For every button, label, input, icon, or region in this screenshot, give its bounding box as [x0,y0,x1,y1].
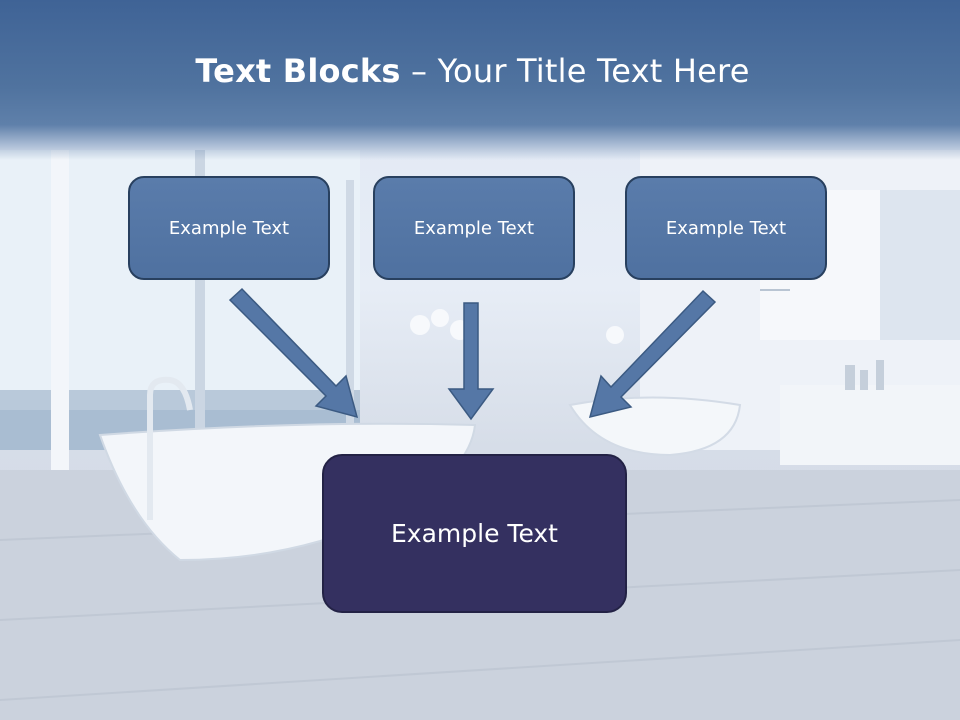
arrow-right-icon [588,289,717,419]
arrow-left-icon [228,287,359,419]
top-box-1[interactable]: Example Text [128,176,330,280]
top-box-3-label: Example Text [665,217,787,239]
title-bar [0,0,960,160]
title-dash: – [400,52,438,90]
bottom-box[interactable]: Example Text [322,454,627,613]
top-box-2-label: Example Text [413,217,535,239]
arrow-center-icon [447,302,495,421]
title-bold-part: Text Blocks [195,52,401,90]
top-box-2[interactable]: Example Text [373,176,575,280]
top-box-3[interactable]: Example Text [625,176,827,280]
bottom-box-label: Example Text [391,519,558,548]
slide-title: Text Blocks – Your Title Text Here [0,52,945,90]
title-rest: Your Title Text Here [437,52,750,90]
top-box-1-label: Example Text [168,217,290,239]
